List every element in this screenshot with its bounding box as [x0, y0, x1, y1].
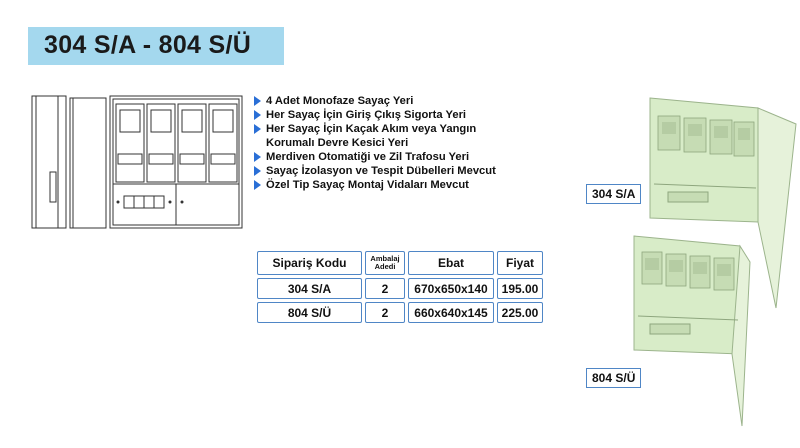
triangle-right-icon [254, 166, 261, 176]
feature-item: Her Sayaç İçin Giriş Çıkış Sigorta Yeri [254, 108, 526, 122]
page-title: 304 S/A - 804 S/Ü [44, 31, 252, 59]
side-view [31, 95, 67, 229]
door-view [69, 97, 107, 229]
meter-slots [115, 103, 238, 183]
feature-item: Merdiven Otomatiği ve Zil Trafosu Yeri [254, 150, 526, 164]
feature-item: Özel Tip Sayaç Montaj Vidaları Mevcut [254, 178, 526, 192]
cell-qty: 2 [365, 302, 405, 323]
triangle-right-icon [254, 124, 261, 134]
cell-code: 804 S/Ü [257, 302, 362, 323]
feature-item: Sayaç İzolasyon ve Tespit Dübelleri Mevc… [254, 164, 526, 178]
triangle-right-icon [254, 96, 261, 106]
front-view [109, 95, 243, 229]
feature-list: 4 Adet Monofaze Sayaç Yeri Her Sayaç İçi… [254, 94, 526, 192]
triangle-right-icon [254, 180, 261, 190]
cell-price: 225.00 [497, 302, 543, 323]
table-row: 304 S/A 2 670x650x140 195.00 [257, 278, 543, 299]
photo-label-bottom: 804 S/Ü [586, 368, 642, 388]
photo-label-top: 304 S/A [586, 184, 642, 204]
title-banner [28, 27, 284, 65]
cell-price: 195.00 [497, 278, 543, 299]
cabinet-photo-304 [649, 97, 797, 309]
feature-item: Her Sayaç İçin Kaçak Akım veya Yangın Ko… [254, 122, 526, 150]
header-fiyat: Fiyat [497, 251, 543, 275]
cell-qty: 2 [365, 278, 405, 299]
cell-size: 670x650x140 [408, 278, 494, 299]
technical-drawing [31, 95, 243, 229]
cabinet-photo-804 [633, 235, 751, 427]
header-siparis-kodu: Sipariş Kodu [257, 251, 362, 275]
cell-code: 304 S/A [257, 278, 362, 299]
header-ebat: Ebat [408, 251, 494, 275]
triangle-right-icon [254, 110, 261, 120]
table-row: 804 S/Ü 2 660x640x145 225.00 [257, 302, 543, 323]
feature-item: 4 Adet Monofaze Sayaç Yeri [254, 94, 526, 108]
triangle-right-icon [254, 152, 261, 162]
cell-size: 660x640x145 [408, 302, 494, 323]
